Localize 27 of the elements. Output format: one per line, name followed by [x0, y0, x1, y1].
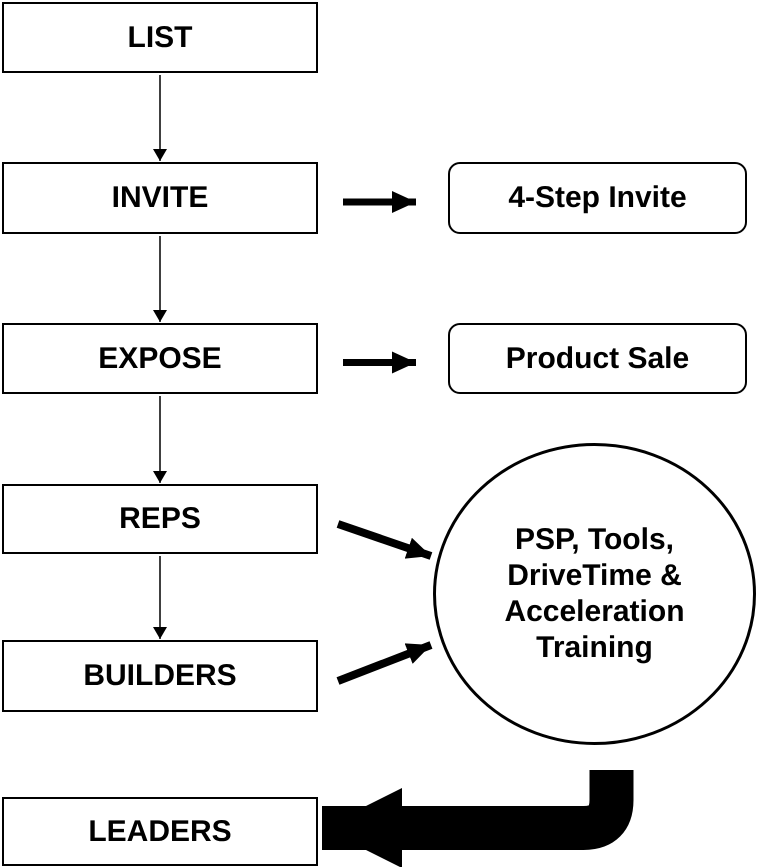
- process-box: [2, 797, 318, 866]
- process-box: [2, 640, 318, 712]
- node-label: PSP, Tools, DriveTime & Acceleration Training: [503, 522, 686, 666]
- node-label: REPS: [119, 501, 201, 537]
- node-label: INVITE: [112, 180, 208, 216]
- node-label: LIST: [128, 20, 192, 56]
- node-label: BUILDERS: [83, 658, 237, 694]
- node-label: LEADERS: [88, 814, 232, 850]
- arrow: [336, 641, 432, 685]
- arrow: [153, 75, 167, 161]
- arrow: [322, 770, 634, 867]
- arrow: [343, 352, 416, 374]
- result-box: [448, 162, 747, 234]
- arrow: [153, 556, 167, 639]
- process-box: [2, 2, 318, 73]
- process-box: [2, 484, 318, 554]
- process-box: [2, 323, 318, 394]
- arrow: [343, 191, 416, 213]
- arrow: [153, 236, 167, 322]
- node-label: 4-Step Invite: [508, 180, 687, 216]
- result-box: [448, 323, 747, 394]
- training-circle: [433, 443, 756, 745]
- arrow: [153, 396, 167, 483]
- node-label: EXPOSE: [98, 340, 222, 376]
- arrow: [336, 520, 432, 560]
- process-box: [2, 162, 318, 234]
- node-label: Product Sale: [506, 340, 690, 376]
